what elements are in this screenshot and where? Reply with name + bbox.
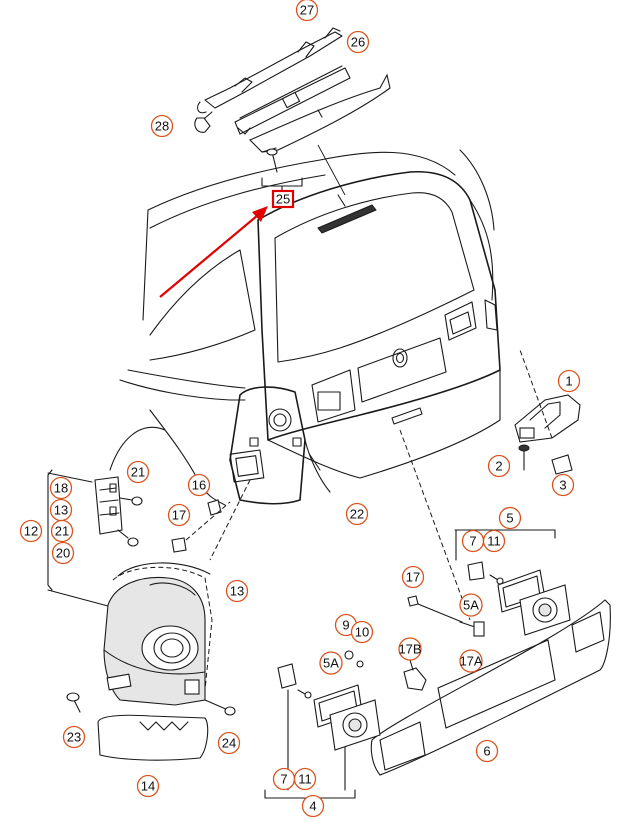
- svg-text:28: 28: [155, 119, 169, 134]
- svg-text:16: 16: [192, 478, 206, 493]
- callout-13-left[interactable]: 13: [49, 498, 73, 522]
- callout-24[interactable]: 24: [217, 731, 241, 755]
- svg-text:10: 10: [355, 625, 369, 640]
- callout-17-right[interactable]: 17: [401, 565, 425, 589]
- svg-text:2: 2: [495, 459, 502, 474]
- callout-17b[interactable]: 17B: [398, 637, 422, 661]
- svg-text:9: 9: [342, 618, 349, 633]
- callout-3[interactable]: 3: [551, 473, 575, 497]
- svg-text:25: 25: [276, 192, 290, 207]
- callout-11-right[interactable]: 11: [482, 529, 506, 553]
- svg-text:27: 27: [300, 3, 314, 18]
- callout-5a-right[interactable]: 5A: [459, 593, 483, 617]
- svg-text:5A: 5A: [463, 598, 479, 613]
- svg-text:3: 3: [559, 478, 566, 493]
- svg-text:11: 11: [487, 534, 501, 549]
- callout-18[interactable]: 18: [49, 476, 73, 500]
- callout-11-left[interactable]: 11: [293, 767, 317, 791]
- svg-text:11: 11: [298, 772, 312, 787]
- svg-text:23: 23: [67, 730, 81, 745]
- svg-text:22: 22: [350, 507, 364, 522]
- callout-23[interactable]: 23: [62, 725, 86, 749]
- callout-5a-left[interactable]: 5A: [319, 651, 343, 675]
- brake-light-assembly: [194, 27, 391, 196]
- svg-text:20: 20: [56, 546, 70, 561]
- svg-text:18: 18: [54, 481, 68, 496]
- svg-text:13: 13: [54, 503, 68, 518]
- callout-27[interactable]: 27: [295, 0, 319, 22]
- callout-5[interactable]: 5: [498, 506, 522, 530]
- svg-text:5A: 5A: [323, 656, 339, 671]
- svg-text:6: 6: [483, 744, 490, 759]
- callout-22[interactable]: 22: [345, 502, 369, 526]
- callout-2[interactable]: 2: [487, 454, 511, 478]
- callout-13-right[interactable]: 13: [225, 579, 249, 603]
- callout-10[interactable]: 10: [350, 620, 374, 644]
- callout-1[interactable]: 1: [557, 369, 581, 393]
- callout-17-left[interactable]: 17: [167, 503, 191, 527]
- callout-26[interactable]: 26: [346, 30, 370, 54]
- callout-7-left[interactable]: 7: [272, 767, 296, 791]
- callout-12[interactable]: 12: [19, 519, 43, 543]
- callout-labels: 27 26 28 25 1 2 3 21 18 13 12 21 20 16 1…: [19, 0, 581, 818]
- svg-text:17: 17: [172, 508, 186, 523]
- callout-7-right[interactable]: 7: [461, 529, 485, 553]
- svg-text:7: 7: [469, 534, 476, 549]
- callout-6[interactable]: 6: [475, 739, 499, 763]
- svg-text:24: 24: [222, 736, 236, 751]
- callout-21-top[interactable]: 21: [126, 460, 150, 484]
- svg-text:26: 26: [351, 35, 365, 50]
- callout-25-highlighted[interactable]: 25: [271, 189, 295, 209]
- svg-text:17A: 17A: [459, 654, 482, 669]
- vehicle-rear-body: [109, 149, 501, 506]
- tail-lamp-assembly: [47, 469, 251, 761]
- svg-text:17B: 17B: [398, 642, 421, 657]
- svg-text:7: 7: [280, 772, 287, 787]
- tailgate-lock-and-plate-light-parts: [399, 349, 581, 637]
- svg-text:21: 21: [131, 465, 145, 480]
- callout-21-left[interactable]: 21: [50, 519, 74, 543]
- callout-16[interactable]: 16: [187, 473, 211, 497]
- callout-17a[interactable]: 17A: [459, 649, 483, 673]
- callout-28[interactable]: 28: [150, 114, 174, 138]
- svg-text:5: 5: [506, 511, 513, 526]
- svg-text:17: 17: [406, 570, 420, 585]
- callout-14[interactable]: 14: [136, 774, 160, 798]
- svg-text:1: 1: [565, 374, 572, 389]
- svg-text:12: 12: [24, 524, 38, 539]
- license-plate-trim: [264, 599, 611, 803]
- callout-4[interactable]: 4: [301, 794, 325, 818]
- svg-text:14: 14: [141, 779, 155, 794]
- callout-20[interactable]: 20: [51, 541, 75, 565]
- highlight-arrow: [159, 206, 268, 298]
- svg-text:4: 4: [309, 799, 316, 814]
- svg-text:13: 13: [230, 584, 244, 599]
- svg-text:21: 21: [55, 524, 69, 539]
